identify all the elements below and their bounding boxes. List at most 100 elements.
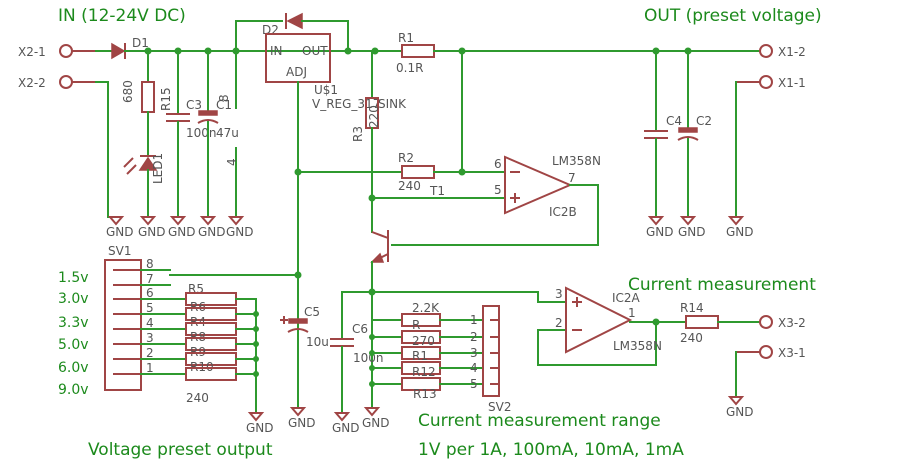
svg-text:LM358N: LM358N <box>613 339 662 353</box>
svg-text:100n: 100n <box>353 351 384 365</box>
resistor-r2: R2 240 <box>297 151 506 193</box>
sv1-pin-label: 2 <box>146 346 154 360</box>
connector-x3-2[interactable]: X3-2 <box>759 315 806 330</box>
svg-text:IC2A: IC2A <box>612 291 641 305</box>
ground-icon <box>679 216 697 226</box>
range-resistor-label: R12 <box>412 365 436 379</box>
svg-text:240: 240 <box>680 331 703 345</box>
resistor-r15: 680 R15 <box>121 50 173 156</box>
output-title: OUT (preset voltage) <box>644 6 822 26</box>
ground-icon <box>289 407 307 417</box>
regulator-u1: IN OUT ADJ U$1 V_REG_317 SINK <box>265 33 407 111</box>
ground-label: GND <box>138 225 166 239</box>
preset-label: 3.0v <box>58 291 89 307</box>
svg-text:7: 7 <box>568 171 576 185</box>
range-title: Current measurement range <box>418 411 661 431</box>
ground-label: GND <box>288 416 316 430</box>
svg-text:C6: C6 <box>352 322 368 336</box>
svg-text:R14: R14 <box>680 301 704 315</box>
sv1-pin-label: 8 <box>146 257 154 271</box>
svg-text:C1: C1 <box>216 98 232 112</box>
ground-icon <box>107 216 125 226</box>
svg-text:8: 8 <box>217 94 231 102</box>
ground-label: GND <box>168 225 196 239</box>
svg-text:680: 680 <box>121 80 135 103</box>
sv1-pin-label: 1 <box>146 361 154 375</box>
svg-text:240: 240 <box>398 179 421 193</box>
sv1-pin-label: 7 <box>146 272 154 286</box>
ground-label: GND <box>246 421 274 435</box>
connector-x3-1[interactable]: X3-1 <box>736 345 806 360</box>
preset-label: 5.0v <box>58 337 89 353</box>
svg-text:IN: IN <box>270 44 283 58</box>
preset-label: 9.0v <box>58 382 89 398</box>
svg-text:X1-2: X1-2 <box>778 45 806 59</box>
connector-x2-1[interactable]: X2-1 <box>18 44 96 59</box>
svg-text:R3: R3 <box>351 126 365 142</box>
opamp-supply-pins: 8 4 <box>217 50 239 218</box>
sv2-pin-label: 2 <box>470 330 478 344</box>
svg-text:V_REG_317: V_REG_317 <box>312 97 380 111</box>
svg-text:3: 3 <box>555 287 563 301</box>
sv1-pin-label: 4 <box>146 316 154 330</box>
ground-icon <box>247 412 265 422</box>
capacitor-c6: C6 100n <box>330 322 384 414</box>
ground-icon <box>169 216 187 226</box>
range-resistor-label: R1 <box>412 349 428 363</box>
svg-text:R2: R2 <box>398 151 414 165</box>
svg-text:4: 4 <box>225 158 239 166</box>
svg-text:R15: R15 <box>159 87 173 111</box>
resistor-r1: R1 0.1R <box>374 31 761 75</box>
range-values: 1V per 1A, 100mA, 10mA, 1mA <box>418 440 684 460</box>
svg-text:X2-2: X2-2 <box>18 76 46 90</box>
resistor-r14: R14 240 <box>680 301 761 345</box>
range-resistor-label: 2.2K <box>412 301 440 315</box>
svg-text:OUT: OUT <box>302 44 328 58</box>
svg-text:X3-1: X3-1 <box>778 346 806 360</box>
resistor-r13: R13 <box>413 387 437 401</box>
led-led1: LED1 <box>123 153 165 218</box>
ground-label: GND <box>362 416 390 430</box>
svg-text:240: 240 <box>186 391 209 405</box>
ground-label: GND <box>678 225 706 239</box>
svg-text:2: 2 <box>555 316 563 330</box>
ground-icon <box>199 216 217 226</box>
sv2-pin-label: 5 <box>470 377 478 391</box>
connector-x1-2[interactable]: X1-2 <box>759 44 806 59</box>
range-resistor-label: 270 <box>412 334 435 348</box>
sv2-pin-label: 4 <box>470 361 478 375</box>
diode-d1: D1 <box>95 36 149 60</box>
svg-text:X3-2: X3-2 <box>778 316 806 330</box>
connector-x1-1[interactable]: X1-1 <box>736 75 806 90</box>
svg-text:100n: 100n <box>186 126 217 140</box>
current-measurement-title: Current measurement <box>628 275 816 295</box>
sv2-pin-label: 3 <box>470 346 478 360</box>
capacitor-c4: C4 <box>644 50 682 218</box>
svg-text:0.1R: 0.1R <box>396 61 423 75</box>
opamp-ic2b: 6 5 7 LM358N IC2B <box>494 154 601 219</box>
svg-text:R1: R1 <box>398 31 414 45</box>
svg-text:C4: C4 <box>666 114 682 128</box>
ground-icon <box>139 216 157 226</box>
range-resistor-label: R <box>412 318 420 332</box>
ground-label: GND <box>332 421 360 435</box>
svg-text:6: 6 <box>494 157 502 171</box>
svg-text:SINK: SINK <box>378 97 407 111</box>
transistor-t1 <box>370 230 389 263</box>
preset-label: 6.0v <box>58 360 89 376</box>
ground-icon <box>363 407 381 417</box>
ground-label: GND <box>226 225 254 239</box>
sv1-pin-label: 5 <box>146 301 154 315</box>
svg-text:X2-1: X2-1 <box>18 45 46 59</box>
capacitor-c5: C5 10u <box>280 274 329 349</box>
ground-label: GND <box>106 225 134 239</box>
range-resistor <box>401 313 441 327</box>
connector-x2-2[interactable]: X2-2 <box>18 75 96 90</box>
svg-text:U$1: U$1 <box>314 83 338 97</box>
ground-icon <box>727 216 745 226</box>
svg-text:SV2: SV2 <box>488 400 511 414</box>
transistor-t1-label: T1 <box>429 184 445 198</box>
